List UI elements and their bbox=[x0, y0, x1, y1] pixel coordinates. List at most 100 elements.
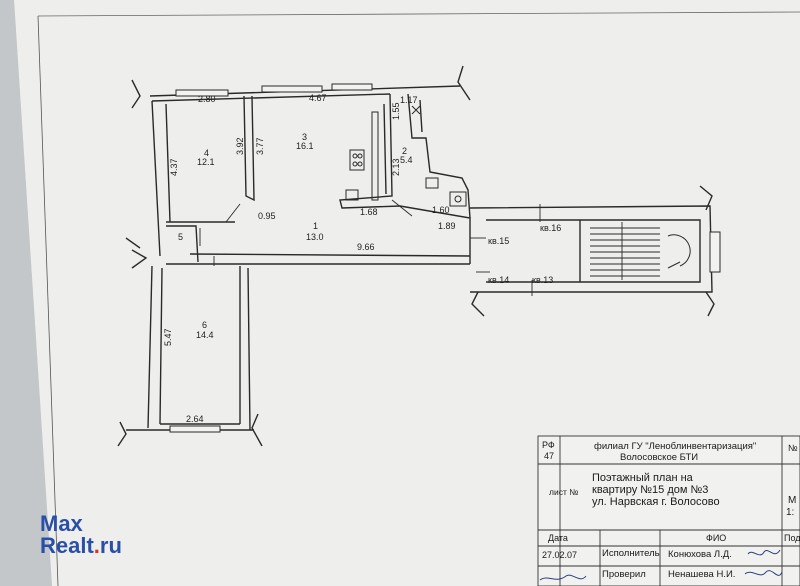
stamp-rf-label: РФ bbox=[542, 440, 555, 450]
dim-3-92: 3.92 bbox=[235, 137, 245, 155]
break-mark-stairs-top bbox=[699, 185, 713, 211]
toilet-fixture bbox=[425, 177, 439, 189]
door-kitchen bbox=[391, 199, 413, 217]
bath-cross bbox=[411, 105, 421, 115]
window-1 bbox=[175, 89, 229, 97]
wall-left-lower-inner bbox=[159, 267, 163, 425]
stamp-name-checker: Ненашева Н.И. bbox=[668, 569, 736, 580]
stamp-date-value: 27.02.07 bbox=[542, 550, 578, 560]
wall-kitchen-inner bbox=[383, 103, 387, 195]
stamp-right-number: № bbox=[788, 443, 798, 453]
break-mark-stairs-right bbox=[705, 291, 715, 317]
frame-line bbox=[37, 15, 59, 586]
stamp-date-label: Дата bbox=[548, 533, 568, 543]
stamp-table bbox=[537, 435, 800, 586]
door-room4 bbox=[225, 203, 241, 223]
stamp-plan-line3: ул. Нарвская г. Волосово bbox=[592, 496, 720, 508]
sink-fixture bbox=[345, 189, 359, 201]
window-4 bbox=[169, 425, 221, 433]
break-mark-stairs-bottom bbox=[471, 291, 485, 317]
wall-room5 bbox=[166, 225, 199, 263]
stairs-arc bbox=[667, 234, 691, 267]
dim-4-67: 4.67 bbox=[309, 93, 327, 103]
break-mark-mid-left bbox=[131, 249, 148, 269]
room-2-number: 2 bbox=[402, 146, 408, 156]
room-1-area: 13.0 bbox=[306, 232, 324, 242]
signature-2 bbox=[744, 570, 783, 576]
dim-1-89: 1.89 bbox=[438, 221, 456, 231]
wall-corridor-bottom-top bbox=[189, 253, 471, 257]
stamp-fio-label: ФИО bbox=[706, 533, 727, 543]
apartment-kv16: кв.16 bbox=[540, 223, 562, 233]
room-3-number: 3 bbox=[302, 132, 308, 142]
dim-4-37: 4.37 bbox=[169, 158, 179, 176]
wall-bath-inner bbox=[419, 99, 423, 133]
room-5-number: 5 bbox=[178, 232, 184, 242]
dim-2-80: 2.80 bbox=[198, 94, 216, 104]
dim-0-95: 0.95 bbox=[258, 211, 276, 221]
frame-line-top bbox=[37, 11, 800, 17]
window-stairs bbox=[709, 231, 721, 273]
room-2-area: 5.4 bbox=[400, 155, 413, 165]
room-4-area: 12.1 bbox=[197, 157, 215, 167]
dim-1-60: 1.60 bbox=[432, 205, 450, 215]
stairs-arrow bbox=[667, 261, 681, 269]
room-6-area: 14.4 bbox=[196, 330, 214, 340]
apartment-kv15: кв.15 bbox=[488, 236, 510, 246]
window-2 bbox=[261, 85, 323, 93]
wall-left bbox=[151, 100, 161, 257]
watermark-line1: Max bbox=[40, 511, 83, 536]
dim-9-66: 9.66 bbox=[357, 242, 375, 252]
window-3 bbox=[331, 83, 373, 91]
dim-2-64: 2.64 bbox=[186, 414, 204, 424]
stamp-right-scale: 1: bbox=[786, 507, 795, 518]
break-mark-bottom-left bbox=[117, 421, 127, 447]
break-mark-right bbox=[457, 65, 471, 101]
stamp-pod-label: Под bbox=[784, 533, 800, 543]
dim-2-13: 2.13 bbox=[391, 158, 401, 176]
signature-1 bbox=[747, 549, 781, 556]
wall-top-inner bbox=[151, 93, 391, 102]
room-3-area: 16.1 bbox=[296, 141, 314, 151]
room-4-number: 4 bbox=[204, 148, 210, 158]
wall-stairs-inner bbox=[486, 219, 701, 283]
wall-left-lower bbox=[147, 265, 153, 429]
wall-right bbox=[399, 205, 471, 264]
stamp-right-m: М bbox=[788, 495, 797, 506]
room-1-number: 1 bbox=[313, 221, 319, 231]
wall-kitchen bbox=[339, 93, 401, 209]
stamp-role-executor: Исполнитель bbox=[602, 548, 660, 559]
stamp-role-checker: Проверил bbox=[602, 569, 646, 580]
handwritten-date bbox=[539, 574, 587, 581]
dim-1-68: 1.68 bbox=[360, 207, 378, 217]
dim-3-77: 3.77 bbox=[255, 137, 265, 155]
stamp-name-executor: Конюхова Л.Д. bbox=[668, 549, 732, 560]
break-mark-bottom-right bbox=[251, 413, 263, 447]
break-mark-left-2 bbox=[125, 237, 141, 249]
stamp-sheet-label: лист № bbox=[549, 487, 579, 497]
stamp-plan-line1: Поэтажный план на bbox=[592, 472, 693, 484]
dim-5-47: 5.47 bbox=[163, 328, 173, 346]
apartment-kv14: кв.14 bbox=[488, 275, 510, 285]
dim-1-17: 1.17 bbox=[400, 95, 418, 105]
stamp-rf-number: 47 bbox=[544, 451, 555, 461]
stamp-org-line2: Волосовское БТИ bbox=[620, 452, 699, 463]
dim-1-55: 1.55 bbox=[391, 102, 401, 120]
apartment-kv13: кв.13 bbox=[532, 275, 554, 285]
stove-fixture bbox=[349, 149, 365, 171]
break-mark-left bbox=[131, 79, 141, 109]
wall-bath bbox=[407, 93, 471, 219]
watermark-line2: Realt.ru bbox=[40, 533, 122, 558]
room-6-number: 6 bbox=[202, 320, 208, 330]
watermark: Max Realt.ru bbox=[40, 513, 122, 557]
wall-left-inner bbox=[165, 103, 171, 223]
stamp-plan-line2: квартиру №15 дом №3 bbox=[592, 484, 709, 496]
wall-partition-4-3 bbox=[243, 95, 255, 202]
bath-sink-fixture bbox=[449, 191, 467, 207]
wall-room6-right-outer bbox=[247, 267, 251, 431]
counter-fixture bbox=[371, 111, 379, 201]
stamp-org-line1: филиал ГУ "Леноблинвентаризация" bbox=[594, 441, 757, 452]
left-page-edge bbox=[0, 0, 52, 586]
